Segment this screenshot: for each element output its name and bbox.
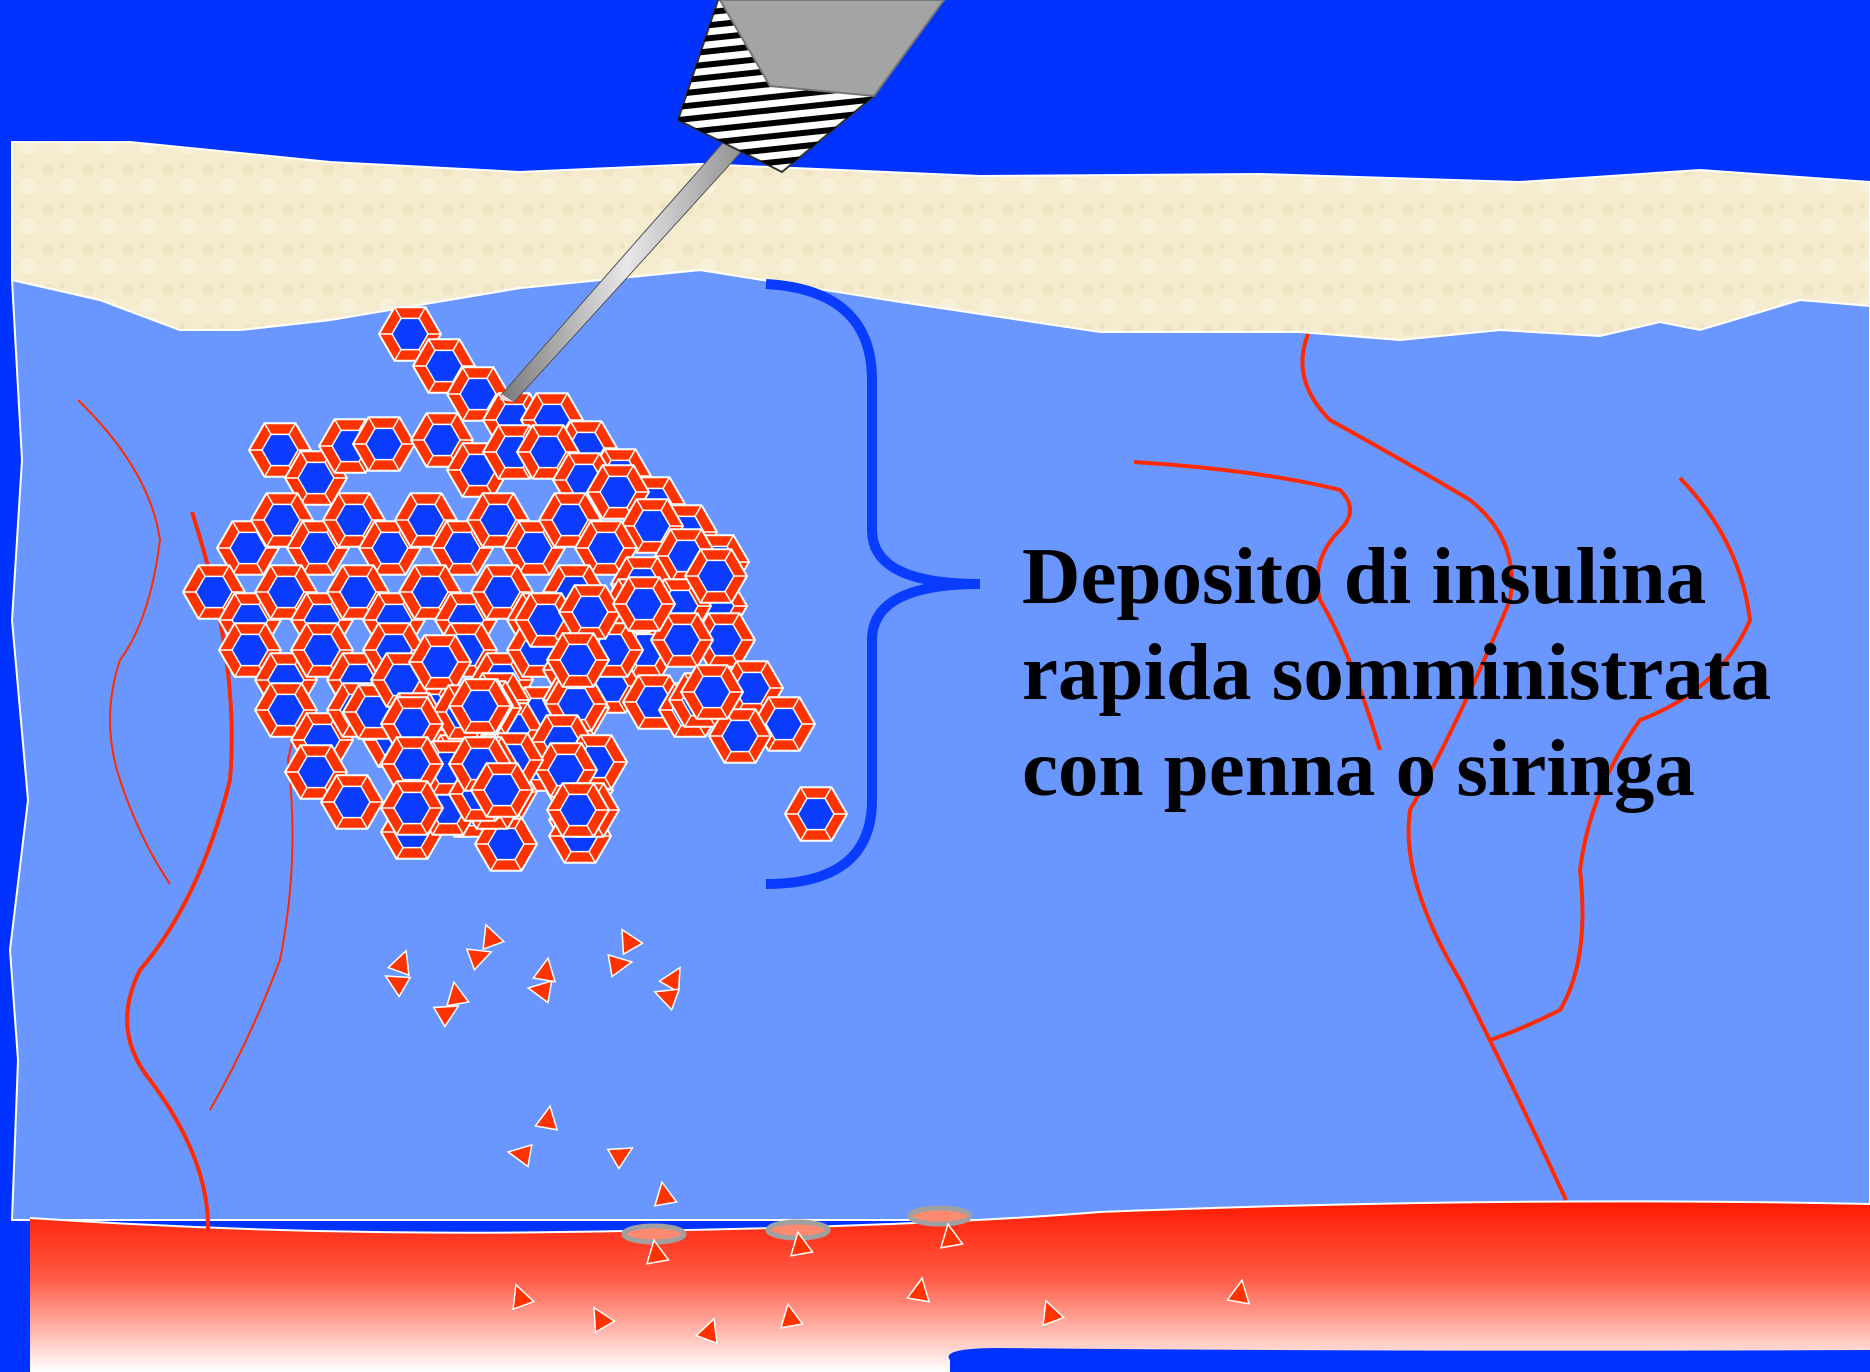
insulin-hexamer-icon xyxy=(537,492,603,548)
insulin-monomer-icon xyxy=(789,1230,814,1257)
insulin-hexamer-icon xyxy=(379,780,445,836)
insulin-hexamer-icon xyxy=(707,708,773,764)
insulin-monomer-icon xyxy=(532,956,557,983)
insulin-in-blood xyxy=(512,1222,1251,1345)
insulin-hexamer-icon xyxy=(473,816,539,872)
insulin-monomer-icon xyxy=(607,953,634,978)
insulin-hexamer-icon xyxy=(469,762,535,818)
insulin-monomer-icon xyxy=(432,1005,460,1028)
depot-caption: Deposito di insulina rapida somministrat… xyxy=(1022,528,1771,816)
insulin-monomer-icon xyxy=(694,1317,718,1345)
insulin-monomer-icon xyxy=(645,1238,670,1265)
insulin-monomers xyxy=(384,923,681,1207)
insulin-monomer-icon xyxy=(526,979,553,1004)
insulin-hexamer-icon xyxy=(649,612,715,668)
insulin-hexamer-icon xyxy=(783,786,849,842)
pen-body xyxy=(718,0,946,98)
insulin-monomer-icon xyxy=(1042,1299,1066,1327)
insulin-monomer-icon xyxy=(482,923,506,951)
insulin-monomer-icon xyxy=(506,1143,533,1168)
insulin-hexamer-icon xyxy=(351,416,417,472)
insulin-hexamer-icon xyxy=(611,576,677,632)
blood-vessel xyxy=(30,1201,1870,1372)
insulin-monomer-icon xyxy=(465,948,493,972)
insulin-hexamer-icon xyxy=(683,548,749,604)
skin-layer xyxy=(11,141,1870,342)
insulin-monomer-icon xyxy=(779,1302,804,1329)
capillary-left-thin xyxy=(77,399,171,885)
insulin-hexamer-cluster xyxy=(181,306,849,872)
insulin-hexamer-icon xyxy=(285,520,351,576)
needle-tip xyxy=(500,394,514,402)
insulin-hexamer-icon xyxy=(501,520,567,576)
insulin-monomer-icon xyxy=(653,988,681,1012)
insulin-hexamer-icon xyxy=(447,678,513,734)
capillary-left xyxy=(125,511,234,1233)
depot-bracket xyxy=(765,279,981,889)
capillary-right-loop xyxy=(1133,460,1382,751)
capillary-pore-icon xyxy=(907,1205,973,1227)
insulin-hexamer-icon xyxy=(407,634,473,690)
insulin-monomer-icon xyxy=(939,1222,964,1249)
insulin-monomer-icon xyxy=(606,1147,634,1170)
insulin-monomer-icon xyxy=(653,1180,678,1207)
insulin-hexamer-icon xyxy=(325,564,391,620)
insulin-hexamer-icon xyxy=(545,632,611,688)
insulin-monomer-icon xyxy=(1226,1278,1251,1305)
insulin-hexamer-icon xyxy=(319,774,385,830)
insulin-monomer-icon xyxy=(384,975,412,998)
insulin-monomer-icon xyxy=(445,980,470,1007)
insulin-monomer-icon xyxy=(621,928,644,956)
insulin-monomer-icon xyxy=(593,1306,616,1334)
caption-line-2: rapida somministrata xyxy=(1022,627,1772,717)
insulin-hexamer-icon xyxy=(545,782,611,838)
insulin-monomer-icon xyxy=(386,949,410,977)
insulin-monomer-icon xyxy=(658,966,681,994)
capillary-right-branch xyxy=(1489,476,1753,1042)
caption-line-1: Deposito di insulina xyxy=(1022,531,1707,621)
insulin-monomer-icon xyxy=(534,1104,559,1131)
insulin-monomer-icon xyxy=(906,1276,931,1303)
insulin-monomer-icon xyxy=(512,1283,536,1311)
caption-line-3: con penna o siringa xyxy=(1022,723,1695,813)
capillary-pores xyxy=(621,1205,973,1245)
insulin-hexamer-icon xyxy=(679,664,745,720)
capillary-right-main xyxy=(1300,333,1568,1201)
